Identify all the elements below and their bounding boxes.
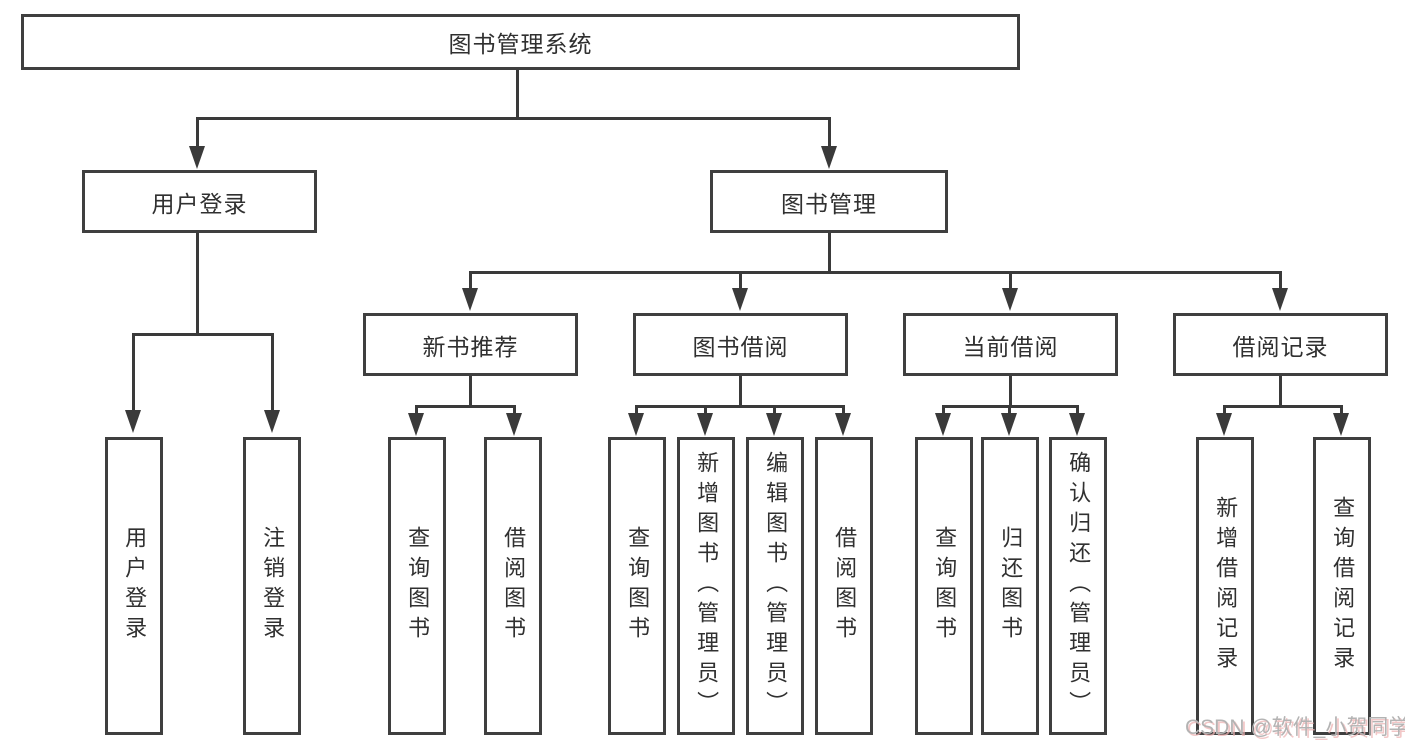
arrowhead-down-icon xyxy=(1272,288,1288,311)
arrowhead-down-icon xyxy=(628,413,644,436)
arrowhead-down-icon xyxy=(189,146,205,169)
connector-root-stub xyxy=(516,70,519,119)
connector-userlogin-stub xyxy=(196,233,199,336)
connector-userlogin-drop-2 xyxy=(271,333,274,411)
leaf-records-add-record: 新增借阅记录 xyxy=(1196,437,1254,735)
leaf-records-query-record: 查询借阅记录 xyxy=(1313,437,1371,735)
node-label: 图书管理 xyxy=(781,190,877,217)
arrowhead-down-icon xyxy=(1002,288,1018,311)
connector-newbook-drop-2 xyxy=(513,405,516,414)
node-label: 借阅图书 xyxy=(832,526,858,646)
leaf-borrow-edit-books-admin: 编辑图书（管理员） xyxy=(746,437,804,735)
leaf-current-query-books: 查询图书 xyxy=(915,437,973,735)
connector-records-drop-2 xyxy=(1340,405,1343,414)
connector-records-hline xyxy=(1223,405,1343,408)
node-label: 查询图书 xyxy=(932,526,958,646)
connector-bookmgmt-drop-3 xyxy=(1009,271,1012,289)
connector-root-drop-left xyxy=(196,117,199,147)
connector-newbook-drop-1 xyxy=(415,405,418,414)
node-label: 查询借阅记录 xyxy=(1330,496,1356,676)
leaf-newbook-borrow-books: 借阅图书 xyxy=(484,437,542,735)
connector-bookmgmt-drop-4 xyxy=(1279,271,1282,289)
node-label: 图书借阅 xyxy=(692,333,789,360)
arrowhead-down-icon xyxy=(835,413,851,436)
arrowhead-down-icon xyxy=(264,410,280,433)
node-label: 查询图书 xyxy=(625,526,651,646)
node-label: 编辑图书（管理员） xyxy=(763,451,789,721)
connector-userlogin-hline xyxy=(132,333,274,336)
node-label: 新书推荐 xyxy=(422,333,519,360)
node-book-management: 图书管理 xyxy=(710,170,948,233)
leaf-current-return-books: 归还图书 xyxy=(981,437,1039,735)
connector-bookmgmt-stub xyxy=(828,233,831,273)
node-label: 借阅记录 xyxy=(1232,333,1329,360)
arrowhead-down-icon xyxy=(1069,413,1085,436)
node-label: 查询图书 xyxy=(405,526,431,646)
connector-current-drop-2 xyxy=(1008,405,1011,414)
connector-newbook-hline xyxy=(415,405,516,408)
arrowhead-down-icon xyxy=(1001,413,1017,436)
arrowhead-down-icon xyxy=(462,288,478,311)
connector-borrow-drop-3 xyxy=(773,405,776,414)
leaf-newbook-query-books: 查询图书 xyxy=(388,437,446,735)
arrowhead-down-icon xyxy=(506,413,522,436)
leaf-current-confirm-return-admin: 确认归还（管理员） xyxy=(1049,437,1107,735)
leaf-logout: 注销登录 xyxy=(243,437,301,735)
node-label: 确认归还（管理员） xyxy=(1066,451,1092,721)
connector-root-drop-right xyxy=(828,117,831,147)
arrowhead-down-icon xyxy=(766,413,782,436)
connector-root-hline xyxy=(196,117,831,120)
connector-borrow-stub xyxy=(739,376,742,408)
connector-records-stub xyxy=(1279,376,1282,408)
arrowhead-down-icon xyxy=(125,410,141,433)
arrowhead-down-icon xyxy=(821,146,837,169)
connector-bookmgmt-hline xyxy=(469,271,1282,274)
connector-current-stub xyxy=(1009,376,1012,408)
node-label: 图书管理系统 xyxy=(448,31,593,57)
connector-newbook-stub xyxy=(469,376,472,408)
node-label: 当前借阅 xyxy=(962,333,1059,360)
node-new-book-recommend: 新书推荐 xyxy=(363,313,578,376)
node-label: 归还图书 xyxy=(998,526,1024,646)
arrowhead-down-icon xyxy=(408,413,424,436)
leaf-borrow-query-books: 查询图书 xyxy=(608,437,666,735)
node-label: 新增借阅记录 xyxy=(1213,496,1239,676)
node-book-borrowing: 图书借阅 xyxy=(633,313,848,376)
arrowhead-down-icon xyxy=(697,413,713,436)
connector-current-drop-3 xyxy=(1076,405,1079,414)
node-label: 注销登录 xyxy=(260,526,286,646)
connector-records-drop-1 xyxy=(1223,405,1226,414)
connector-borrow-hline xyxy=(635,405,845,408)
node-label: 新增图书（管理员） xyxy=(694,451,720,721)
connector-bookmgmt-drop-1 xyxy=(469,271,472,289)
node-borrow-records: 借阅记录 xyxy=(1173,313,1388,376)
node-label: 用户登录 xyxy=(151,190,248,217)
leaf-borrow-add-books-admin: 新增图书（管理员） xyxy=(677,437,735,735)
connector-borrow-drop-4 xyxy=(842,405,845,414)
arrowhead-down-icon xyxy=(732,288,748,311)
leaf-borrow-borrow-books: 借阅图书 xyxy=(815,437,873,735)
arrowhead-down-icon xyxy=(1333,413,1349,436)
node-label: 用户登录 xyxy=(122,526,148,646)
connector-borrow-drop-2 xyxy=(704,405,707,414)
leaf-user-login: 用户登录 xyxy=(105,437,163,735)
arrowhead-down-icon xyxy=(935,413,951,436)
connector-bookmgmt-drop-2 xyxy=(739,271,742,289)
node-current-borrowing: 当前借阅 xyxy=(903,313,1118,376)
connector-current-drop-1 xyxy=(942,405,945,414)
node-label: 借阅图书 xyxy=(501,526,527,646)
connector-userlogin-drop-1 xyxy=(132,333,135,411)
node-root-system: 图书管理系统 xyxy=(21,14,1020,70)
arrowhead-down-icon xyxy=(1216,413,1232,436)
node-user-login: 用户登录 xyxy=(82,170,317,233)
connector-borrow-drop-1 xyxy=(635,405,638,414)
csdn-watermark: CSDN @软件_小贺同学 xyxy=(1185,716,1405,739)
